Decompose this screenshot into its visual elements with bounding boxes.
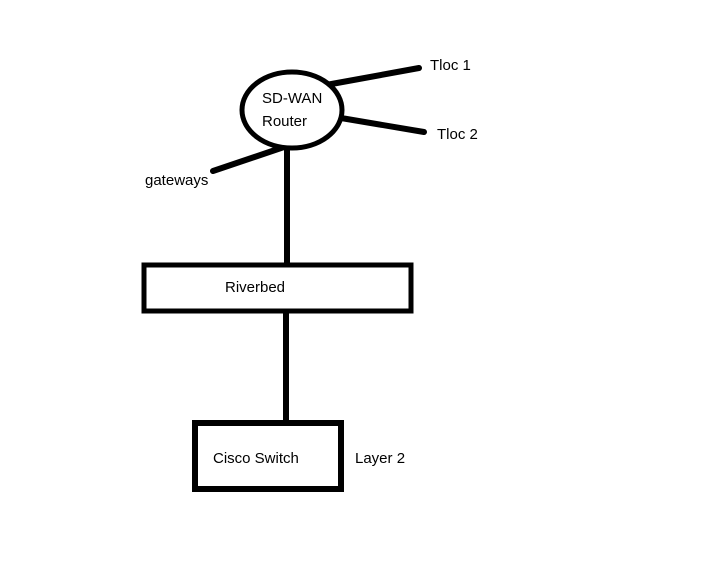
- layer2-label: Layer 2: [355, 450, 406, 467]
- link-router-tloc2: [338, 115, 427, 135]
- sdwan-router-label-line2: Router: [262, 113, 308, 130]
- tloc1-label: Tloc 1: [430, 57, 471, 74]
- sdwan-router-label: SD-WAN Router: [262, 87, 322, 133]
- tloc2-label: Tloc 2: [437, 126, 478, 143]
- gateways-label: gateways: [145, 172, 209, 189]
- sdwan-router-node: [239, 69, 345, 151]
- riverbed-label: Riverbed: [225, 279, 286, 296]
- cisco-switch-label: Cisco Switch: [213, 450, 299, 467]
- riverbed-node: [141, 262, 414, 314]
- link-router-tloc1: [323, 65, 422, 88]
- sdwan-router-label-line1: SD-WAN: [262, 90, 323, 107]
- link-router-gateways: [210, 143, 290, 174]
- cisco-switch-node: [192, 420, 344, 492]
